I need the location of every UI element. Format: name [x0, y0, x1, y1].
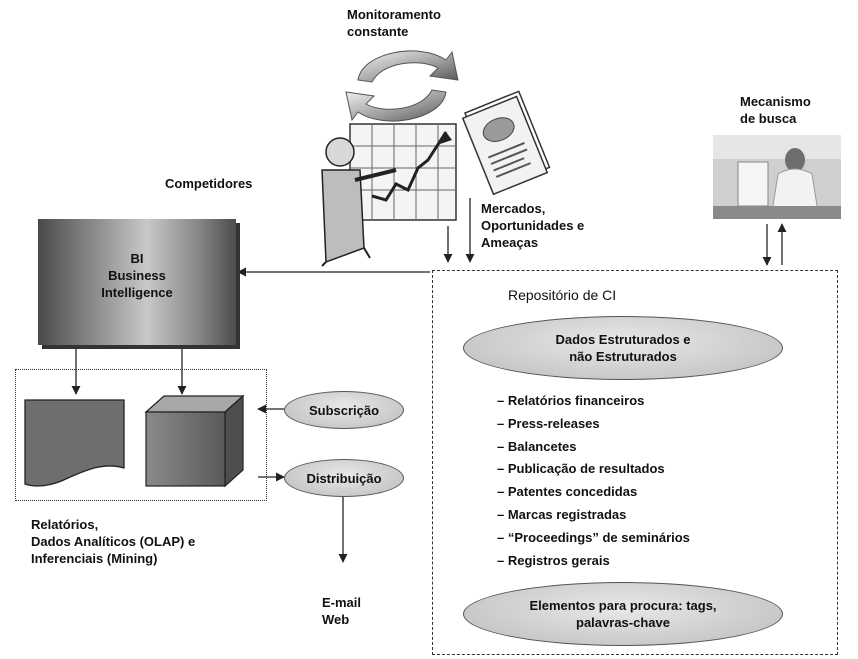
- cube-icon: [144, 394, 245, 488]
- list-item: – Patentes concedidas: [497, 484, 638, 500]
- reports-label: Relatórios, Dados Analíticos (OLAP) e In…: [31, 517, 196, 566]
- bi-box: [38, 219, 236, 345]
- structured-data-label: Dados Estruturados e não Estruturados: [555, 332, 691, 364]
- report-document-icon: [461, 90, 551, 196]
- distribution-ellipse: Distribuição: [284, 459, 404, 497]
- man-with-chart-icon: [321, 123, 457, 267]
- list-item: – Balancetes: [497, 438, 577, 454]
- markets-label: Mercados, Oportunidades e Ameaças: [481, 201, 585, 250]
- monitoring-label: Monitoramento constante: [347, 7, 441, 39]
- list-item: – Press-releases: [497, 415, 600, 431]
- subscription-ellipse: Subscrição: [284, 391, 404, 429]
- document-icon: [24, 399, 125, 487]
- bi-label: BI Business Intelligence: [101, 251, 173, 300]
- list-item: – Relatórios financeiros: [497, 393, 645, 408]
- structured-data-ellipse: Dados Estruturados e não Estruturados: [463, 316, 783, 380]
- repository-box: [432, 270, 838, 655]
- list-item: – Publicação de resultados: [497, 461, 665, 477]
- list-item: – Registros gerais: [497, 552, 610, 568]
- repository-list: – Relatórios financeiros – Press-release…: [497, 390, 690, 572]
- repository-title: Repositório de CI: [508, 287, 617, 303]
- person-at-computer-icon: [713, 135, 841, 219]
- email-web-label: E-mail Web: [322, 595, 362, 627]
- search-elements-ellipse: Elementos para procura: tags, palavras-c…: [463, 582, 783, 646]
- outputs-box: [15, 369, 267, 501]
- competitors-label: Competidores: [165, 176, 253, 191]
- distribution-label: Distribuição: [306, 470, 382, 486]
- search-elements-label: Elementos para procura: tags, palavras-c…: [529, 598, 717, 630]
- cycle-arrows-icon: [345, 50, 459, 122]
- list-item: – Marcas registradas: [497, 506, 627, 522]
- search-engine-label: Mecanismo de busca: [740, 94, 811, 126]
- subscription-label: Subscrição: [308, 402, 380, 418]
- list-item: – “Proceedings” de seminários: [497, 529, 690, 545]
